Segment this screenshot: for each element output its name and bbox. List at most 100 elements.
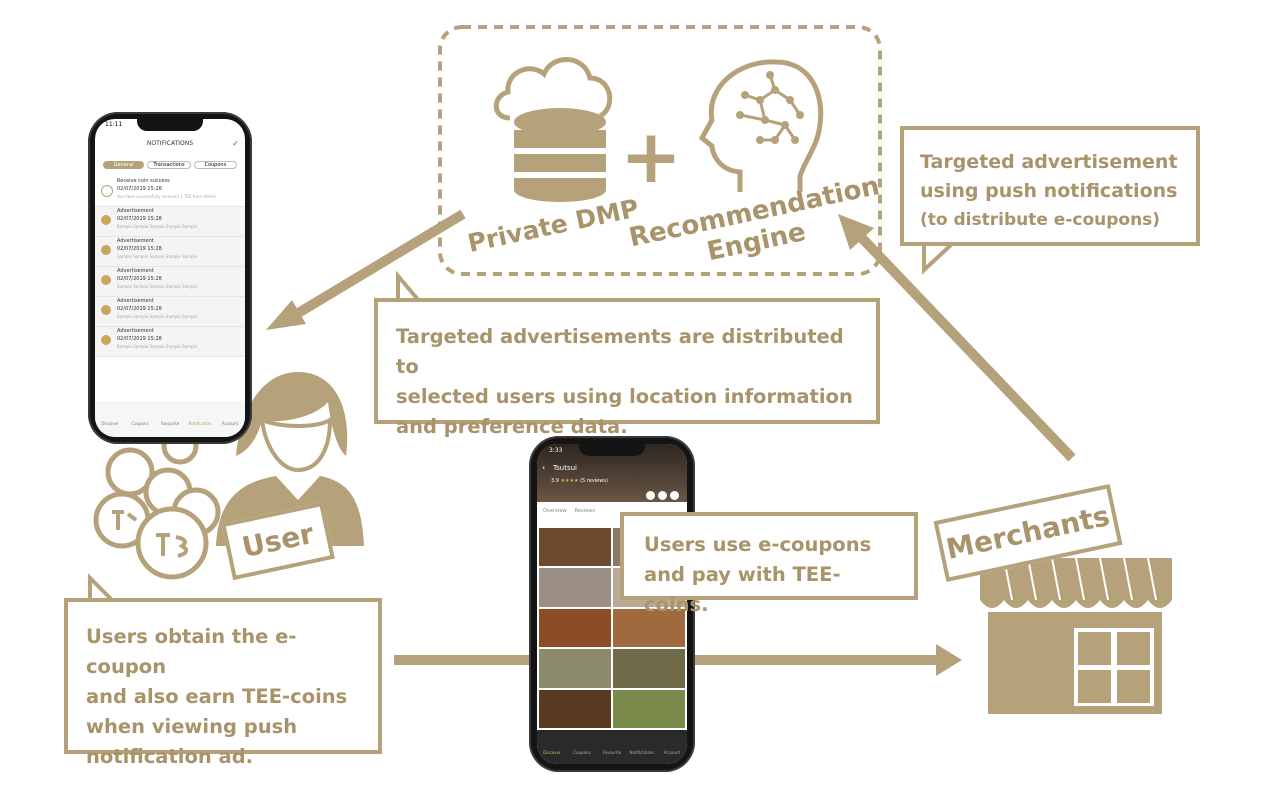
notification-title: Advertisement [117,268,154,274]
left-phone-screen: 11:11 NOTIFICATIONS ✓ General Transactio… [95,119,245,437]
arrow-to-merchants [394,644,962,676]
nav-favourite[interactable]: Favourite [160,421,180,426]
nav-account[interactable]: Account [221,421,239,426]
tab-coupons[interactable]: Coupons [193,161,237,169]
center-phone-notch [579,444,645,456]
nav-account[interactable]: Account [663,750,681,755]
coins-icon [101,275,111,285]
action-icons [646,491,679,500]
restaurant-tabs: Overview Reviews [543,508,595,514]
notification-tabs: General Transactions Coupons [103,161,237,169]
photo-tile[interactable] [539,528,611,567]
callout-obtain-coupon: Users obtain the e-coupon and also earn … [64,598,382,768]
arrow-to-user [266,209,466,330]
notification-date: 02/07/2019 15:28 [117,246,162,252]
callout-push-line: (to distribute e-coupons) [920,210,1161,230]
rating-value: 3.9 [551,478,559,484]
notification-title: Advertisement [117,208,154,214]
photo-tile[interactable] [539,608,611,648]
nav-favourite[interactable]: Favourite [602,750,622,755]
cloud-database-icon [493,57,613,202]
nav-coupons[interactable]: Coupons [131,421,149,426]
notification-date: 02/07/2019 15:28 [117,216,162,222]
callout-obtain-tail [88,573,116,604]
share-icon[interactable] [658,491,667,500]
center-phone-time: 3:33 [549,447,563,454]
notification-date: 02/07/2019 15:28 [117,186,162,192]
photo-tile[interactable] [539,568,611,607]
coins-icon [101,245,111,255]
notification-body: Sample Sample Sample Sample Sample [117,314,198,319]
notification-date: 02/07/2019 15:28 [117,336,162,342]
store-icon [980,557,1172,714]
photo-tile[interactable] [539,689,611,728]
callout-targeted-line: Targeted advertisements are distributed … [396,325,844,378]
photo-tile[interactable] [613,649,685,688]
notification-title: Advertisement [117,298,154,304]
coins-icon [101,335,111,345]
nav-notifications[interactable]: Notifications [629,750,655,755]
callout-targeted-tail [396,270,422,304]
callout-obtain-line: and also earn TEE-coins [86,685,348,708]
notification-date: 02/07/2019 15:28 [117,306,162,312]
notifications-header: NOTIFICATIONS [146,140,194,147]
private-dmp-label: Private DMP [465,193,641,258]
coins-icon [101,305,111,315]
callout-targeted-line: and preference data. [396,415,628,438]
nav-coupons[interactable]: Coupons [573,750,591,755]
callout-push-line: using push notifications [920,180,1178,202]
tab-overview[interactable]: Overview [543,508,567,514]
nav-discover[interactable]: Discover [101,421,119,426]
arrow-to-engine [838,214,1076,462]
review-count: (5 reviews) [580,478,608,484]
callout-obtain-line: notification ad. [86,745,254,768]
plus-sign: + [620,114,682,200]
callout-targeted-line: selected users using location informatio… [396,385,853,408]
ai-head-icon [698,59,824,192]
photo-tile[interactable] [613,689,685,728]
notification-title: Advertisement [117,328,154,334]
tab-reviews[interactable]: Reviews [574,508,595,514]
notification-body: Sample Sample Sample Sample Sample [117,344,198,349]
callout-push-tail [922,242,954,275]
coins-icon [101,215,111,225]
check-icon[interactable]: ✓ [232,139,239,148]
center-bottom-nav: Discover Coupons Favourite Notifications… [537,730,687,764]
callout-push-line: Targeted advertisement [920,151,1178,173]
callout-users-use-line: and pay with TEE-coins. [644,563,841,616]
notification-body: Sample Sample Sample Sample Sample [117,224,198,229]
favorite-icon[interactable] [670,491,679,500]
notification-date: 02/07/2019 15:28 [117,276,162,282]
tab-general[interactable]: General [103,161,145,169]
notification-title: Receive coin success [117,178,170,184]
photo-tile[interactable] [539,649,611,688]
rating-stars: ★★★★ [560,478,579,484]
callout-obtain-line: when viewing push [86,715,298,738]
tee-coins-icon [93,385,221,580]
notification-title: Advertisement [117,238,154,244]
notification-body: Sample Sample Sample Sample Sample [117,254,198,259]
restaurant-rating: 3.9 ★★★★ (5 reviews) [551,478,608,484]
notification-body: You have successfully received 1 TEE fro… [117,194,217,199]
edit-icon[interactable] [646,491,655,500]
callout-targeted-ads: Targeted advertisements are distributed … [374,298,880,438]
left-phone-notch [137,119,203,131]
tee-coin-icon [101,185,113,197]
tab-transactions[interactable]: Transactions [147,161,191,169]
photo-tile[interactable] [613,608,685,648]
callout-push-notifications: Targeted advertisement using push notifi… [900,126,1200,246]
callout-users-use: Users use e-coupons and pay with TEE-coi… [620,512,918,616]
notification-body: Sample Sample Sample Sample Sample [117,284,198,289]
nav-discover[interactable]: Discover [543,750,561,755]
callout-users-use-line: Users use e-coupons [644,533,872,556]
back-icon[interactable]: ‹ [542,463,546,472]
nav-notification[interactable]: Notification [188,421,212,426]
